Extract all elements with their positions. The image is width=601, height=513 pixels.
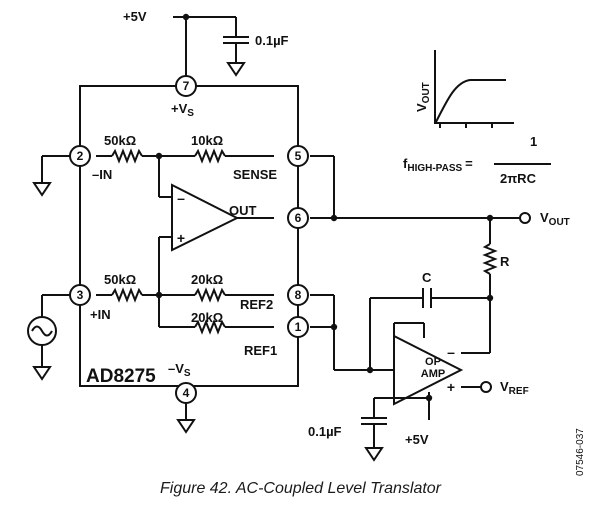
in-neg-label: –IN bbox=[92, 167, 112, 182]
formula-denominator: 2πRC bbox=[500, 171, 537, 186]
formula-lhs: fHIGH-PASS= bbox=[403, 156, 473, 174]
cap-bottom-label: 0.1µF bbox=[308, 424, 342, 439]
pin-6-number: 6 bbox=[295, 211, 302, 225]
r-in-bot-label: 50kΩ bbox=[104, 272, 136, 287]
supply-top-label: +5V bbox=[123, 9, 147, 24]
pin-3-number: 3 bbox=[77, 288, 84, 302]
figure-caption: Figure 42. AC-Coupled Level Translator bbox=[159, 480, 442, 497]
opamp-label-line2: AMP bbox=[421, 368, 445, 380]
pin-2-number: 2 bbox=[77, 149, 84, 163]
supply-bottom-label: +5V bbox=[405, 432, 429, 447]
r-in-top-label: 50kΩ bbox=[104, 133, 136, 148]
graph-y-label: VOUT bbox=[414, 82, 432, 112]
resistor-r-label: R bbox=[500, 254, 510, 269]
r-fb-label: 10kΩ bbox=[191, 133, 223, 148]
junction-dots bbox=[155, 13, 494, 402]
r-ref1-label: 20kΩ bbox=[191, 310, 223, 325]
pin-4-number: 4 bbox=[183, 386, 190, 400]
pin-circles bbox=[69, 75, 309, 404]
ref1-label: REF1 bbox=[244, 343, 277, 358]
pin-7-number: 7 bbox=[183, 79, 190, 93]
pin-8-number: 8 bbox=[295, 288, 302, 302]
capacitor-c-label: C bbox=[422, 270, 432, 285]
pin-5-number: 5 bbox=[295, 149, 302, 163]
vref-label: VREF bbox=[500, 379, 529, 397]
vs-neg-label: –VS bbox=[168, 361, 191, 379]
opamp-label-line1: OP bbox=[425, 356, 441, 368]
vref-terminal bbox=[480, 381, 492, 393]
pin-1-number: 1 bbox=[295, 320, 302, 334]
out-pin-label: OUT bbox=[229, 203, 257, 218]
vout-terminal bbox=[519, 212, 531, 224]
r-ref2-label: 20kΩ bbox=[191, 272, 223, 287]
internal-amp-plus: + bbox=[177, 230, 185, 246]
opamp-minus: – bbox=[447, 344, 455, 360]
internal-amp-minus: – bbox=[177, 190, 185, 206]
wires bbox=[27, 16, 551, 462]
vs-pos-label: +VS bbox=[171, 101, 194, 119]
sense-label: SENSE bbox=[233, 167, 277, 182]
opamp-plus: + bbox=[447, 379, 455, 395]
in-pos-label: +IN bbox=[90, 307, 111, 322]
chip-name: AD8275 bbox=[86, 366, 156, 387]
document-id: 07546-037 bbox=[575, 428, 586, 476]
cap-top-label: 0.1µF bbox=[255, 33, 289, 48]
ref2-label: REF2 bbox=[240, 297, 273, 312]
vout-label: VOUT bbox=[540, 210, 570, 228]
formula-numerator: 1 bbox=[530, 134, 537, 149]
